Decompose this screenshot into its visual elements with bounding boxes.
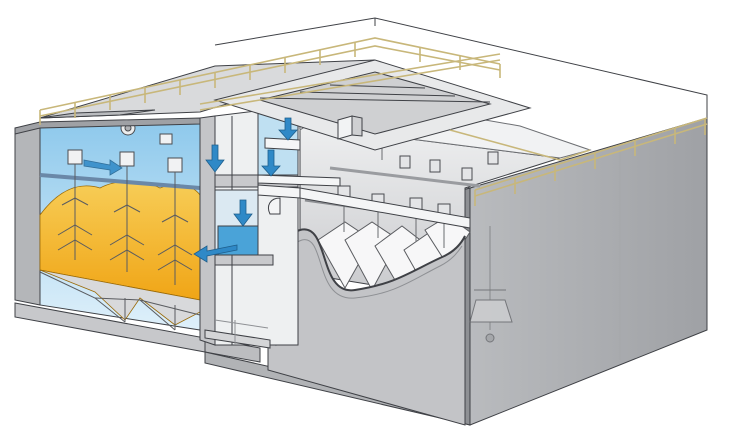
flow-arrow-icon — [193, 244, 238, 263]
back-wall-outline — [214, 17, 708, 118]
right-block-mixer — [469, 226, 513, 343]
flow-arrow-icon — [233, 199, 253, 227]
flow-arrow-icon — [205, 144, 225, 173]
flow-arrow-icon — [261, 149, 281, 177]
railings — [39, 37, 708, 206]
pipes — [257, 137, 471, 229]
mixer-drive-icon — [337, 151, 499, 219]
left-hoppers — [39, 271, 201, 331]
mixer-drive-icon — [67, 133, 183, 173]
flow-arrows — [83, 117, 298, 263]
flow-arrow-icon — [83, 159, 123, 176]
flow-arrow-icon — [278, 117, 298, 141]
lower-walkway — [204, 319, 271, 349]
